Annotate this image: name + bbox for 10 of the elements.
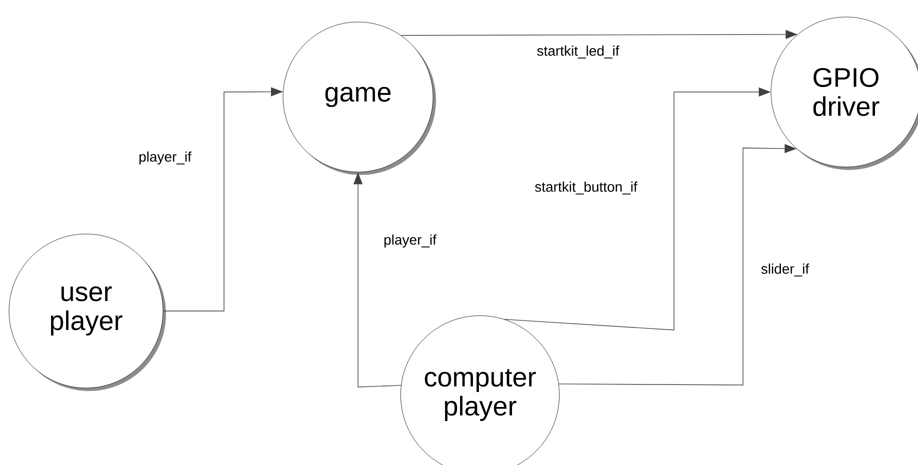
circle-node: computer player <box>400 315 560 465</box>
edge-label: startkit_button_if <box>534 180 638 196</box>
edge-label: player_if <box>382 233 438 249</box>
circle-node: game <box>282 22 436 175</box>
edge-label: startkit_led_if <box>536 44 620 60</box>
node-label: computer player <box>424 368 536 422</box>
circle-node: user player <box>8 234 166 391</box>
edge-label: player_if <box>138 150 192 166</box>
edge-label: slider_if <box>760 262 810 278</box>
circle-node: GPIO driver <box>770 16 918 170</box>
